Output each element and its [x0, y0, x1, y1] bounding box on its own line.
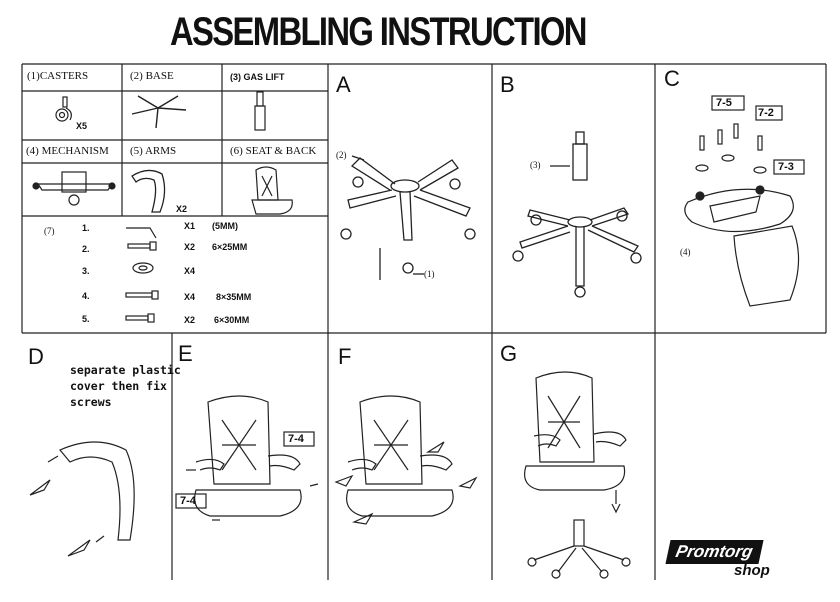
allen-key-icon — [126, 227, 157, 239]
step-e-chair-drawing — [175, 395, 319, 521]
step-e-callout-bottom: 7-4 — [180, 495, 196, 507]
step-a-caster-callout: (1) — [424, 269, 435, 279]
seat-back-icon — [251, 166, 293, 215]
mechanism-label: (4) MECHANISM — [26, 145, 109, 157]
hardware-size: 6×25MM — [212, 242, 248, 252]
page-title: ASSEMBLING INSTRUCTION — [170, 10, 587, 54]
hardware-size: 8×35MM — [216, 292, 252, 302]
step-e-letter: E — [178, 341, 193, 366]
bolt-25-icon — [127, 243, 151, 249]
hardware-qty: X1 — [184, 221, 196, 231]
step-f-chair-drawing — [334, 395, 478, 525]
step-c-callout-7-3: 7-3 — [778, 161, 794, 173]
mechanism-icon — [32, 171, 116, 206]
hardware-num: 2. — [82, 244, 90, 254]
step-c-mechanism-callout: (4) — [680, 247, 691, 257]
step-g-letter: G — [500, 341, 518, 366]
step-b-gaslift-drawing — [512, 131, 642, 298]
arms-qty: X2 — [176, 204, 188, 214]
gas-lift-icon — [254, 91, 266, 131]
brand-logo: Promtorg shop — [665, 540, 780, 580]
hardware-size: (5MM) — [212, 221, 238, 231]
step-f-letter: F — [338, 344, 352, 369]
hardware-num: 3. — [82, 266, 90, 276]
hardware-group-label: (7) — [44, 226, 55, 236]
brand-line2: shop — [734, 562, 770, 579]
step-a-letter: A — [336, 72, 351, 97]
hardware-size: 6×30MM — [214, 315, 250, 325]
step-b-lift-callout: (3) — [530, 160, 541, 170]
step-a-base-callout: (2) — [336, 150, 347, 160]
step-d-arm-drawing — [29, 441, 135, 557]
hardware-num: 5. — [82, 314, 90, 324]
arm-icon — [131, 169, 166, 213]
step-g-chair-drawing — [524, 371, 631, 579]
step-e-callout-top: 7-4 — [288, 433, 304, 445]
seat-back-label: (6) SEAT & BACK — [230, 145, 317, 157]
step-c-letter: C — [664, 66, 680, 91]
bolt-35-icon — [125, 292, 153, 298]
base-icon — [131, 95, 187, 129]
step-a-base-drawing — [340, 155, 476, 280]
caster-icon — [55, 96, 72, 122]
gas-lift-label: (3) GAS LIFT — [230, 72, 285, 82]
step-c-callout-7-5: 7-5 — [716, 97, 732, 109]
step-b-letter: B — [500, 72, 515, 97]
base-label: (2) BASE — [130, 70, 174, 82]
bolt-30-icon — [125, 315, 149, 321]
hardware-num: 1. — [82, 223, 90, 233]
step-c-callout-7-2: 7-2 — [758, 107, 774, 119]
hardware-num: 4. — [82, 291, 90, 301]
step-c-mechanism-drawing — [684, 95, 805, 307]
brand-line1: Promtorg — [665, 540, 764, 564]
casters-label: (1)CASTERS — [27, 70, 89, 82]
arms-label: (5) ARMS — [130, 145, 177, 157]
hardware-icons — [125, 227, 159, 323]
hardware-qty: X4 — [184, 292, 196, 302]
hardware-qty: X2 — [184, 315, 196, 325]
casters-qty: X5 — [76, 121, 88, 131]
washer-icon — [132, 262, 154, 274]
step-d-note: separate plastic cover then fix screws — [70, 363, 181, 409]
hardware-qty: X2 — [184, 242, 196, 252]
step-d-letter: D — [28, 344, 44, 369]
hardware-qty: X4 — [184, 266, 196, 276]
